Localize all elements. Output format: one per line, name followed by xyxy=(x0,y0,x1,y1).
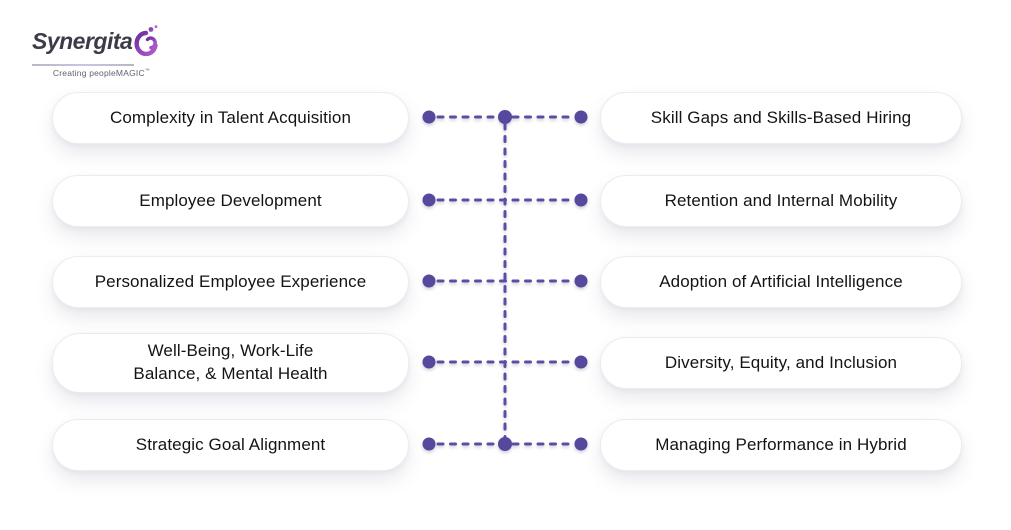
synergita-logo: Synergita Creating people xyxy=(32,24,172,78)
logo-wordmark: Synergita xyxy=(32,28,133,54)
connector-dot xyxy=(574,274,588,288)
challenge-box-left-4: Well-Being, Work-Life Balance, & Mental … xyxy=(52,333,409,393)
challenge-box-right-1: Skill Gaps and Skills-Based Hiring xyxy=(600,92,962,144)
challenge-box-right-5: Managing Performance in Hybrid xyxy=(600,419,962,471)
challenge-box-left-3: Personalized Employee Experience xyxy=(52,256,409,308)
challenge-box-left-2: Employee Development xyxy=(52,175,409,227)
challenge-box-right-2: Retention and Internal Mobility xyxy=(600,175,962,227)
connector-dot xyxy=(574,355,588,369)
connector-dot xyxy=(574,437,588,451)
logo-divider xyxy=(32,64,134,66)
challenge-box-right-3: Adoption of Artificial Intelligence xyxy=(600,256,962,308)
connector-dot xyxy=(422,437,436,451)
connector-dot xyxy=(422,193,436,207)
challenge-box-left-1: Complexity in Talent Acquisition xyxy=(52,92,409,144)
connector-dot xyxy=(574,193,588,207)
logo-tagline: Creating peopleMAGIC™ xyxy=(52,67,150,78)
connector-dot xyxy=(422,110,436,124)
connector-center-dot xyxy=(498,110,512,124)
trademark-symbol: ™ xyxy=(144,67,150,74)
challenge-box-right-4: Diversity, Equity, and Inclusion xyxy=(600,337,962,389)
connector-dot xyxy=(574,110,588,124)
connector-dot xyxy=(422,274,436,288)
connector-center-dot xyxy=(498,437,512,451)
connector-dot xyxy=(422,355,436,369)
challenge-box-left-5: Strategic Goal Alignment xyxy=(52,419,409,471)
synergita-swirl-icon xyxy=(134,24,160,61)
